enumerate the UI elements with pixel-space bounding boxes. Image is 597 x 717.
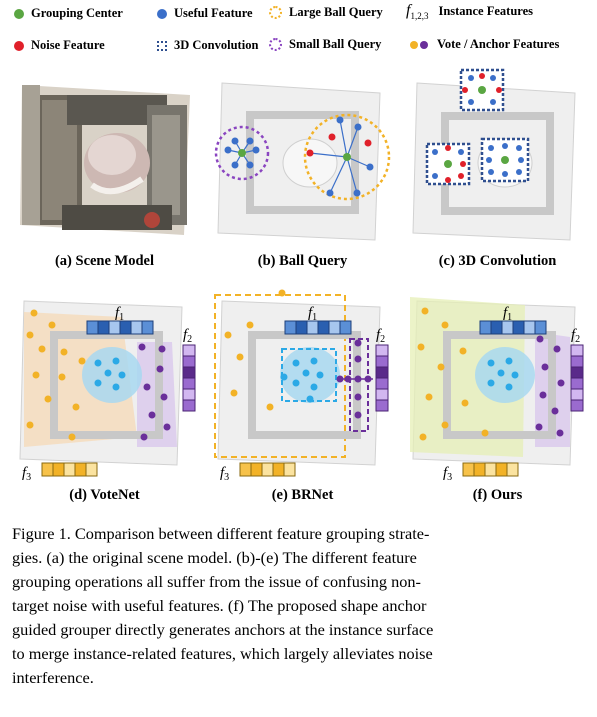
panel-b-caption: (b) Ball Query <box>257 253 348 269</box>
caption-line: target noise with useful features. (f) T… <box>12 596 427 615</box>
panel-c-caption: (c) 3D Convolution <box>438 253 557 269</box>
legend-small-ball-query: Small Ball Query <box>269 37 381 52</box>
caption-line: to merge instance-related features, whic… <box>12 644 433 663</box>
vote-anchor-dots-icon <box>410 40 430 49</box>
f2-label: f2 <box>183 327 192 345</box>
caption-line: Figure 1. Comparison between different f… <box>12 524 430 543</box>
caption-line: interference. <box>12 668 94 687</box>
panel-d-caption: (d) VoteNet <box>69 487 140 503</box>
caption-line: gies. (a) the original scene model. (b)-… <box>12 548 417 567</box>
legend-instance-features: f1,2,3 Instance Features <box>406 2 533 21</box>
f1-label: f1 <box>308 305 317 323</box>
figure-caption: Figure 1. Comparison between different f… <box>12 522 587 690</box>
dotted-square-icon <box>157 40 167 51</box>
legend-label: 3D Convolution <box>174 38 259 52</box>
blue-dot-icon <box>157 8 167 19</box>
legend-vote-anchor: Vote / Anchor Features <box>410 37 559 52</box>
f2-label: f2 <box>376 327 385 345</box>
legend-label: Noise Feature <box>31 38 105 52</box>
f3-label: f3 <box>443 465 452 483</box>
caption-line: grouping operations all suffer from the … <box>12 572 421 591</box>
legend-label: Useful Feature <box>174 6 253 20</box>
legend-label: Instance Features <box>438 4 534 19</box>
legend-label: Large Ball Query <box>289 5 383 19</box>
panel-e-caption: (e) BRNet <box>271 487 334 503</box>
f-subscript: 1,2,3 <box>410 11 429 22</box>
orange-dotted-circle-icon <box>269 6 282 19</box>
ball-query-image <box>210 75 395 245</box>
panel-f-caption: (f) Ours <box>472 487 523 503</box>
legend-noise-feature: Noise Feature <box>14 38 105 53</box>
red-dot-icon <box>14 40 24 51</box>
caption-line: guided grouper directly generates anchor… <box>12 620 434 639</box>
legend-3d-convolution: 3D Convolution <box>157 38 258 53</box>
legend-large-ball-query: Large Ball Query <box>269 5 383 20</box>
f1-label: f1 <box>503 305 512 323</box>
f-symbol: f <box>406 2 411 19</box>
votenet-image: f1 f2 f3 <box>12 287 197 485</box>
legend: Grouping Center Useful Feature Large Bal… <box>0 0 597 70</box>
3d-convolution-image <box>405 68 590 245</box>
f2-label: f2 <box>571 327 580 345</box>
f1-label: f1 <box>115 305 124 323</box>
f3-label: f3 <box>22 465 31 483</box>
f3-label: f3 <box>220 465 229 483</box>
instance-feature-symbol: f1,2,3 <box>406 2 428 21</box>
legend-label: Grouping Center <box>31 6 123 20</box>
legend-useful-feature: Useful Feature <box>157 6 253 21</box>
legend-label: Vote / Anchor Features <box>437 37 560 51</box>
ours-image: f1 f2 f3 <box>405 287 590 485</box>
green-dot-icon <box>14 8 24 19</box>
panel-a-caption: (a) Scene Model <box>54 253 155 269</box>
scene-model-image <box>12 75 197 245</box>
legend-grouping-center: Grouping Center <box>14 6 123 21</box>
purple-dotted-circle-icon <box>269 38 282 51</box>
legend-label: Small Ball Query <box>289 37 382 51</box>
brnet-image: f1 f2 f3 <box>210 287 395 485</box>
